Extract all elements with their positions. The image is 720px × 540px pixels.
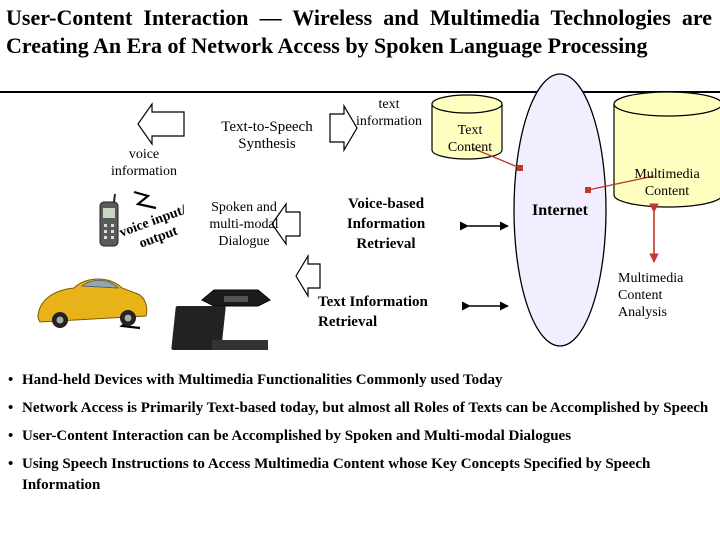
text-content-label: Text Content [447, 123, 493, 155]
text-information-label: text information [355, 97, 423, 129]
slide-title: User-Content Interaction — Wireless and … [6, 5, 712, 58]
laptop-icon [171, 289, 271, 350]
diagram-canvas [37, 73, 720, 350]
bullet-list: Hand-held Devices with Multimedia Functi… [6, 370, 710, 503]
internet-label: Internet [532, 202, 588, 219]
multimedia-analysis-label: Multimedia Content Analysis [618, 271, 684, 320]
voice-info-hollow-arrow [137, 102, 185, 146]
voice-ir-hollow-arrow [271, 202, 301, 246]
lightning-icon [133, 190, 157, 210]
title-divider [0, 91, 720, 93]
bullet-item: Hand-held Devices with Multimedia Functi… [6, 370, 710, 391]
multimedia-content-label: Multimedia Content [634, 167, 700, 199]
car-icon [37, 278, 148, 328]
laptop-hollow-arrow [295, 253, 321, 299]
bullet-item: User-Content Interaction can be Accompli… [6, 426, 710, 447]
internet-to-text-content-line [471, 147, 523, 171]
text-ir-label: Text Information Retrieval [318, 294, 428, 330]
multimedia-content-cylinder [613, 91, 720, 208]
bullet-item: Network Access is Primarily Text-based t… [6, 398, 710, 419]
handheld-phone-icon [99, 193, 119, 247]
voice-information-label: voice information [110, 147, 178, 179]
tts-hollow-arrow [329, 103, 358, 153]
tts-label: Text-to-Speech Synthesis [221, 119, 313, 152]
text-content-cylinder [431, 94, 503, 160]
bullet-item: Using Speech Instructions to Access Mult… [6, 454, 710, 496]
internet-ellipse [513, 73, 607, 347]
voice-ir-label: Voice-based Information Retrieval [346, 196, 426, 252]
internet-to-multimedia-line [585, 175, 655, 193]
spoken-dialogue-label: Spoken and multi-modal Dialogue [209, 200, 279, 249]
